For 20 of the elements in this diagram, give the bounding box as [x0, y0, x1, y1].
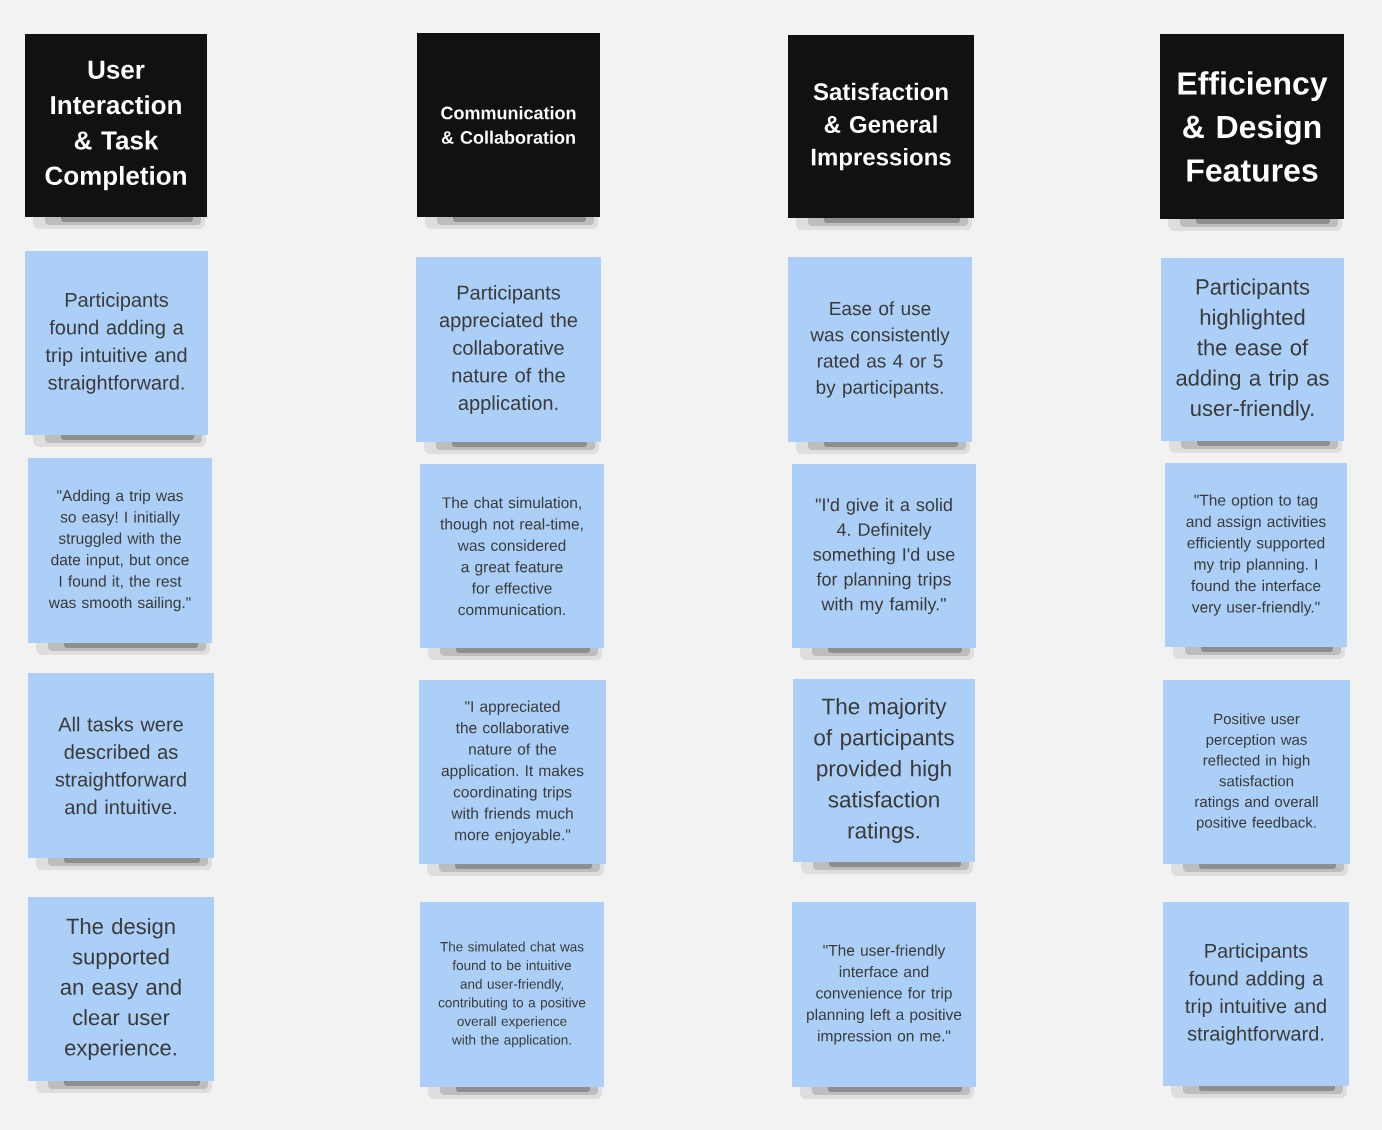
sticky-note: "I appreciated the collaborative nature of the application. It makes coordinating trips with friends much more enjoyable." [419, 680, 606, 876]
sticky-note: The simulated chat was found to be intuitive and user-friendly, contributing to a positive overall experience with the application. [420, 902, 604, 1099]
heading-note: Satisfaction & General Impressions [788, 35, 974, 230]
sticky-note: "I'd give it a solid 4. Definitely something I'd use for planning trips with my family." [792, 464, 976, 660]
heading-note: Efficiency & Design Features [1160, 34, 1344, 231]
sticky-note: All tasks were described as straightforward and intuitive. [28, 673, 214, 870]
heading-note: Communication & Collaboration [417, 33, 600, 229]
sticky-note: Ease of use was consistently rated as 4 or 5 by participants. [788, 257, 972, 454]
sticky-note: The majority of participants provided high satisfaction ratings. [793, 679, 975, 874]
sticky-note: "The user-friendly interface and convenience for trip planning left a positive impression on me." [792, 902, 976, 1099]
sticky-note: Participants found adding a trip intuitive and straightforward. [1163, 902, 1349, 1098]
heading-note: User Interaction & Task Completion [25, 34, 207, 229]
sticky-note: Positive user perception was reflected in high satisfaction ratings and overall positive feedback. [1163, 680, 1350, 876]
sticky-note: The chat simulation, though not real-time, was considered a great feature for effective communication. [420, 464, 604, 660]
sticky-note: Participants appreciated the collaborative nature of the application. [416, 257, 601, 454]
sticky-note: The design supported an easy and clear user experience. [28, 897, 214, 1093]
sticky-note: "Adding a trip was so easy! I initially struggled with the date input, but once I found it, the rest was smooth sailing." [28, 458, 212, 655]
sticky-note: Participants found adding a trip intuitive and straightforward. [25, 251, 208, 447]
sticky-note: Participants highlighted the ease of adding a trip as user-friendly. [1161, 258, 1344, 453]
sticky-note: "The option to tag and assign activities efficiently supported my trip planning. I found the interface very user-friendly." [1165, 463, 1347, 659]
